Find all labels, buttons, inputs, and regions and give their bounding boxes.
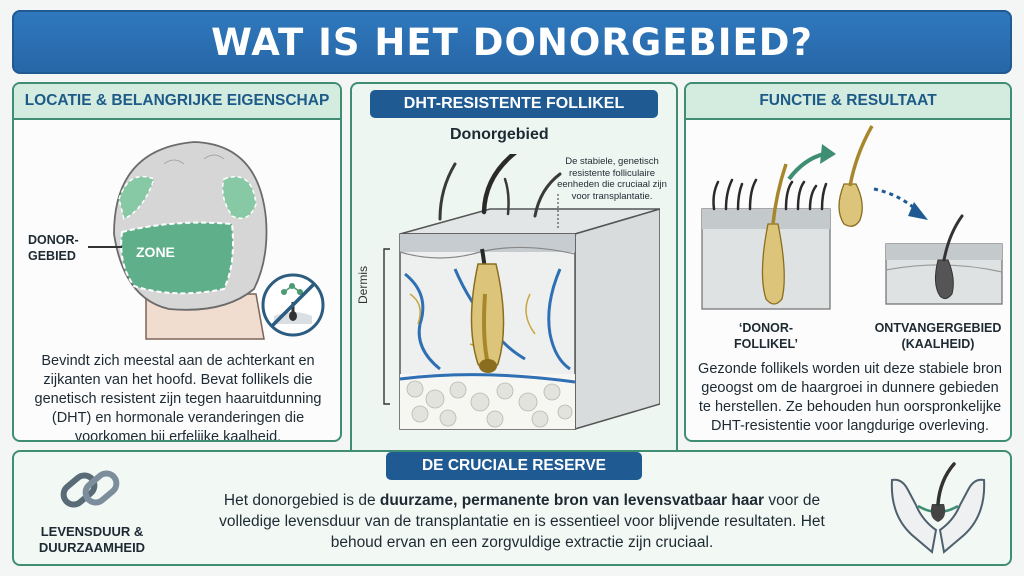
head-illustration xyxy=(113,141,268,340)
panel-reserve: LEVENSDUUR & DUURZAAMHEID Het donorgebie… xyxy=(12,450,1012,566)
panel-location-header: LOCATIE & BELANGRIJKE EIGENSCHAP xyxy=(14,84,340,120)
longevity-label: LEVENSDUUR & DUURZAAMHEID xyxy=(38,524,146,555)
follicle-note: De stabiele, genetisch resistente follic… xyxy=(557,156,667,202)
title-banner: WAT IS HET DONORGEBIED? xyxy=(12,10,1012,74)
donor-area-label: DONOR- GEBIED xyxy=(28,233,79,263)
chain-link-icon xyxy=(60,470,120,508)
dht-blocked-icon xyxy=(261,273,325,337)
recipient-area-label: ONTVANGERGEBIED (KAALHEID) xyxy=(874,321,1002,351)
page-title: WAT IS HET DONORGEBIED? xyxy=(211,20,813,64)
function-description: Gezonde follikels worden uit deze stabie… xyxy=(698,361,1002,434)
reserve-description: Het donorgebied is de duurzame, permanen… xyxy=(219,492,825,551)
zone-label: ZONE xyxy=(136,244,175,260)
donor-zone-shape xyxy=(120,221,234,295)
location-description: Bevindt zich meestal aan de achterkant e… xyxy=(34,353,322,442)
skin-cross-section xyxy=(383,154,660,431)
cruciale-reserve-pill: DE CRUCIALE RESERVE xyxy=(386,452,642,480)
transplant-process-illustration xyxy=(701,125,1003,310)
panel-function: FUNCTIE & RESULTAAT ‘DONOR- FOLLIKEL’ ON xyxy=(684,82,1012,442)
donor-follicle-label: ‘DONOR- FOLLIKEL’ xyxy=(734,321,798,351)
panel-follicle: DHT-RESISTENTE FOLLIKEL Donorgebied De s… xyxy=(350,82,678,466)
hands-follicle-icon xyxy=(890,462,986,554)
donor-area-subtitle: Donorgebied xyxy=(450,126,549,143)
follicle-header-pill: DHT-RESISTENTE FOLLIKEL xyxy=(370,90,658,118)
panel-function-header: FUNCTIE & RESULTAAT xyxy=(686,84,1010,120)
label-connector xyxy=(88,246,122,248)
dermis-label: Dermis xyxy=(356,266,370,304)
panel-location: LOCATIE & BELANGRIJKE EIGENSCHAP DONOR- … xyxy=(12,82,342,442)
